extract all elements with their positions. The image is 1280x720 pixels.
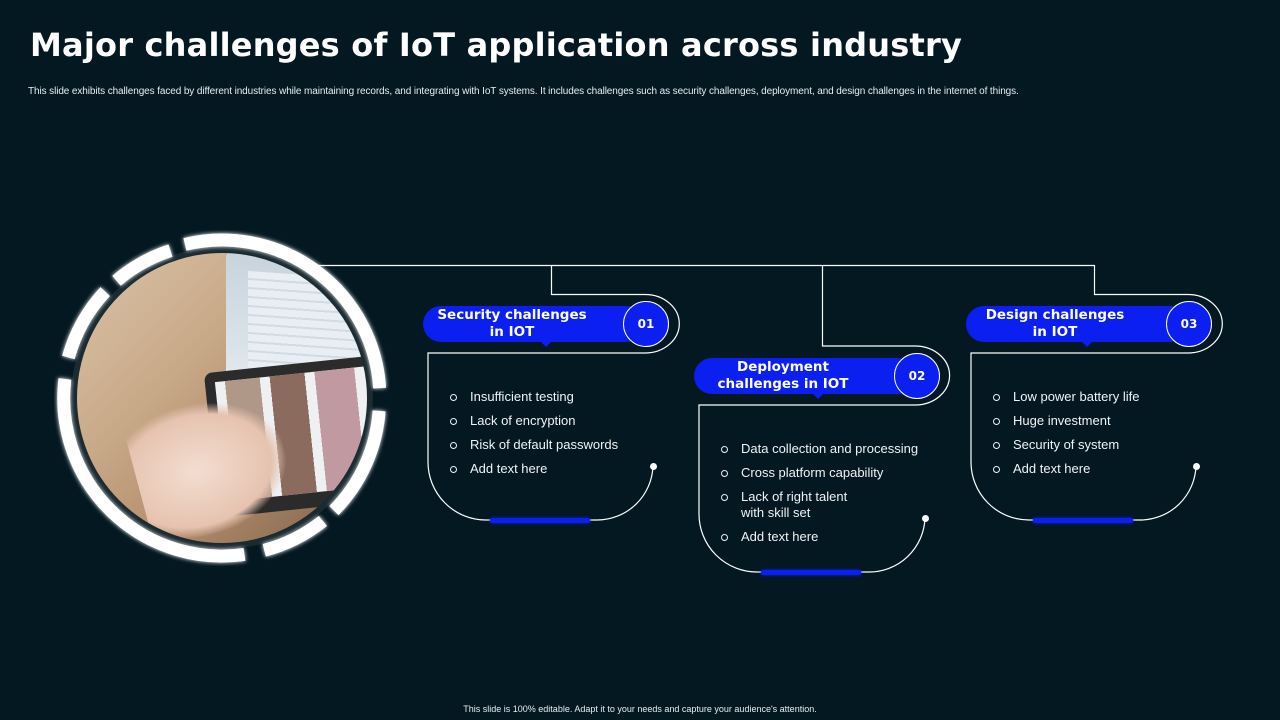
category-title-line1: Deployment [736, 359, 829, 375]
accent-bar [1033, 518, 1133, 523]
list-item: Lack of encryption [450, 413, 650, 429]
list-item: Security of system [993, 437, 1193, 453]
hand-tablet-photo [76, 252, 368, 544]
slide-title: Major challenges of IoT application acro… [30, 26, 963, 64]
list-item: Add text here [450, 461, 650, 477]
challenge-list: Insufficient testing Lack of encryption … [450, 389, 650, 485]
category-title-line2: in IOT [489, 324, 535, 340]
list-item: Data collection and processing [721, 441, 921, 457]
category-title-line1: Design challenges [985, 307, 1125, 323]
slide-subtitle: This slide exhibits challenges faced by … [28, 86, 1019, 97]
challenge-list: Low power battery life Huge investment S… [993, 389, 1193, 485]
category-title-line2: challenges in IOT [717, 376, 849, 392]
category-number-badge: 01 [623, 301, 669, 347]
pointer-notch-icon [812, 393, 824, 399]
list-item: Add text here [993, 461, 1193, 477]
category-title-line1: Security challenges [437, 307, 587, 323]
list-item: Risk of default passwords [450, 437, 650, 453]
list-item: Add text here [721, 529, 921, 545]
end-dot-icon [922, 515, 929, 522]
accent-bar [490, 518, 590, 523]
category-number-badge: 03 [1166, 301, 1212, 347]
end-dot-icon [650, 463, 657, 470]
accent-bar [761, 570, 861, 575]
challenge-list: Data collection and processing Cross pla… [721, 441, 921, 553]
category-header-security: Security challenges in IOT [423, 306, 645, 347]
category-header-design: Design challenges in IOT [966, 306, 1188, 347]
pointer-notch-icon [540, 341, 552, 347]
category-title-line2: in IOT [1032, 324, 1078, 340]
category-header-deployment: Deployment challenges in IOT [694, 358, 916, 399]
list-item: Low power battery life [993, 389, 1193, 405]
list-item: Huge investment [993, 413, 1193, 429]
list-item: Cross platform capability [721, 465, 921, 481]
segmented-ring-icon [57, 233, 387, 563]
end-dot-icon [1193, 463, 1200, 470]
pointer-notch-icon [1081, 341, 1093, 347]
list-item: Lack of right talent with skill set [721, 489, 856, 521]
category-number-badge: 02 [894, 353, 940, 399]
slide-footer: This slide is 100% editable. Adapt it to… [463, 704, 817, 714]
list-item: Insufficient testing [450, 389, 650, 405]
